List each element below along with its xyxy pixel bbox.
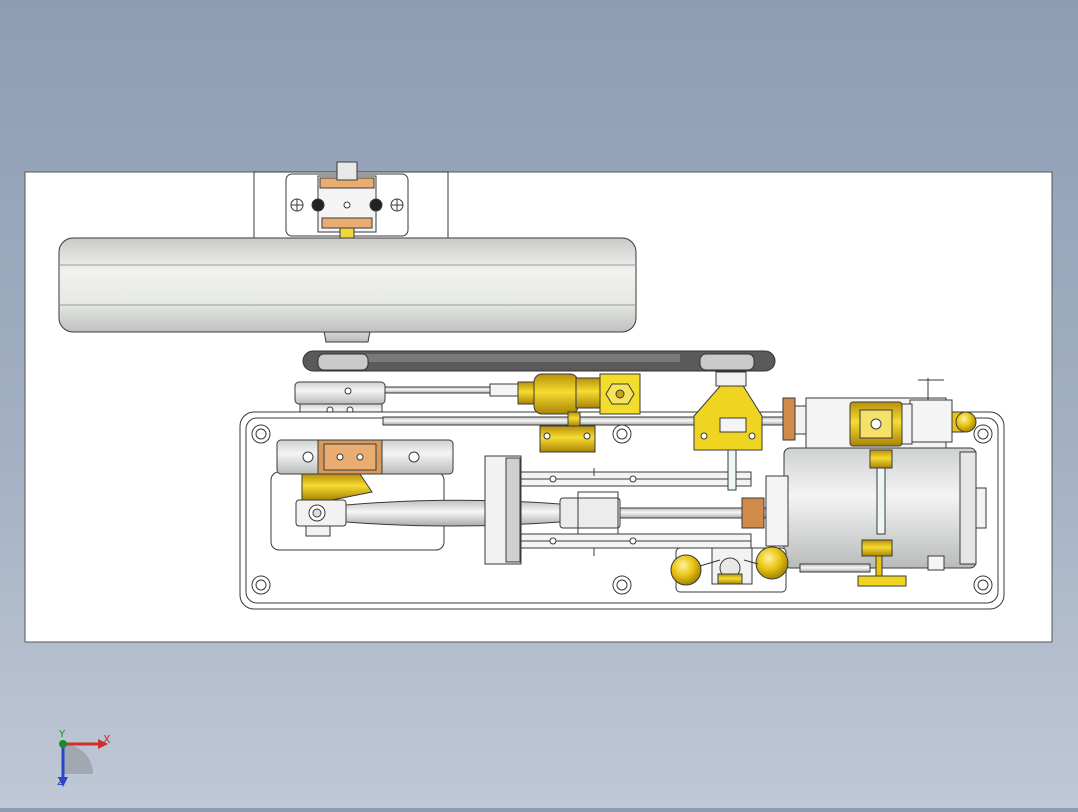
axis-triad: X Y Z — [40, 725, 130, 795]
flywheel — [58, 237, 637, 333]
steam-cylinder — [765, 378, 987, 569]
y-axis-label: Y — [59, 729, 66, 740]
valve-bracket — [693, 371, 763, 491]
throttle-valve — [517, 373, 641, 453]
valve-rod — [382, 383, 784, 426]
crosshead-guide — [484, 455, 752, 565]
flyball-governor — [670, 539, 945, 593]
drive-belt — [302, 350, 776, 372]
top-bearing-block — [253, 161, 449, 239]
z-axis-label: Z — [57, 775, 65, 788]
main-bearing — [276, 439, 454, 475]
y-axis-dot — [59, 740, 67, 748]
x-axis-label: X — [103, 733, 111, 746]
axis-triad-graphic — [58, 739, 108, 787]
